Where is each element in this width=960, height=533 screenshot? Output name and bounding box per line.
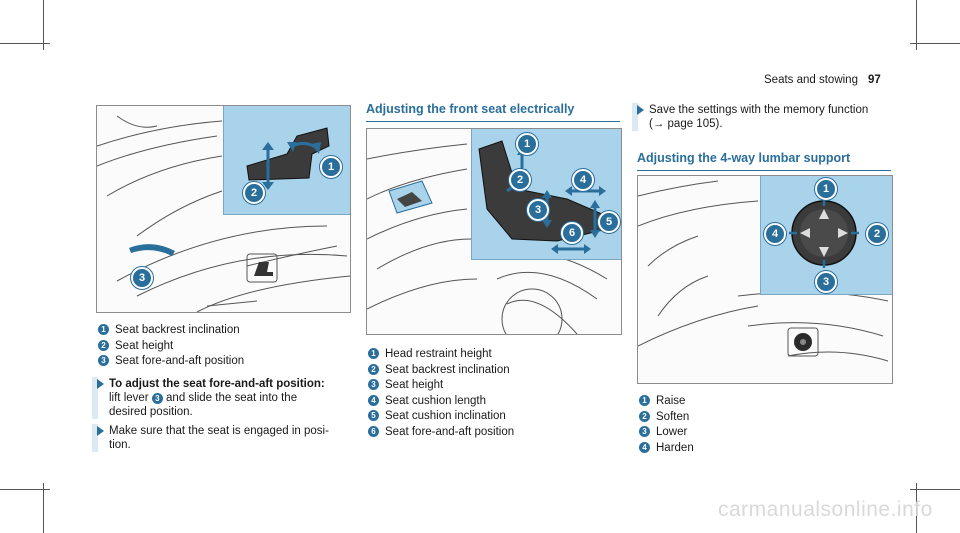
door-panel-drawing [367, 143, 608, 334]
step-arrow-icon [97, 379, 104, 389]
legend-item: 5 Seat cushion inclination [368, 409, 514, 425]
column2-legend: 1 Head restraint height 2 Seat backrest in… [368, 347, 514, 440]
crop-mark [916, 0, 917, 50]
seat-switch-highlight [388, 180, 433, 214]
figure-callout-1: 1 [516, 133, 538, 155]
step-save-memory: Save the settings with the memory functi… [632, 103, 909, 131]
page-number: 97 [868, 74, 881, 86]
legend-item: 2 Seat backrest inclination [368, 363, 514, 379]
legend-text: Seat fore-and-aft position [385, 425, 515, 438]
legend-item: 3 Lower [639, 425, 694, 441]
legend-number: 6 [368, 425, 379, 437]
crop-mark [43, 483, 44, 533]
column3-legend: 1 Raise 2 Soften 3 Lower 4 Harden [639, 394, 694, 456]
legend-number: 1 [368, 348, 379, 359]
legend-text: Soften [656, 410, 690, 423]
figure-callout-4: 4 [572, 169, 594, 191]
figure-callout-1: 1 [320, 156, 342, 178]
legend-number: 1 [98, 324, 109, 335]
legend-number: 3 [368, 379, 379, 390]
legend-number: 2 [368, 363, 379, 375]
step-title: To adjust the seat fore-and-aft position… [109, 378, 325, 390]
step-arrow-icon [637, 105, 644, 115]
seat-side-drawing [638, 180, 889, 362]
step-text: tion. [109, 439, 131, 451]
legend-number: 2 [98, 339, 109, 351]
step-arrow-icon [97, 426, 104, 436]
legend-number: 3 [639, 426, 650, 437]
step-text: lift lever [109, 392, 149, 404]
front-seat-electric-figure: 1 2 3 4 5 6 [366, 128, 622, 335]
step-adjust-fore-aft: To adjust the seat fore-and-aft position… [92, 377, 349, 419]
step-text: and slide the seat into the [166, 392, 298, 404]
figure-callout-2: 2 [866, 223, 888, 245]
crop-mark [916, 483, 917, 533]
legend-number: 4 [639, 441, 650, 453]
legend-number: 4 [368, 394, 379, 406]
seat-manual-adjust-figure: 1 2 3 [96, 105, 351, 313]
legend-text: Lower [656, 426, 688, 438]
figure-callout-2: 2 [243, 182, 265, 204]
legend-number: 1 [639, 395, 650, 406]
crop-mark [43, 0, 44, 50]
crop-mark [0, 489, 50, 490]
figure-callout-4: 4 [764, 223, 786, 245]
legend-text: Harden [656, 441, 694, 454]
watermark: carmanualsonline.info [718, 498, 933, 521]
seat-adjust-arrows [246, 127, 330, 190]
legend-text: Seat height [385, 379, 444, 391]
step-text: (→ page 105). [649, 118, 723, 130]
legend-number: 2 [639, 410, 650, 422]
legend-text: Raise [656, 395, 686, 407]
figure-callout-2: 2 [509, 169, 531, 191]
lever-reference: 3 [151, 393, 163, 404]
section-heading-front-seat: Adjusting the front seat electrically [366, 102, 620, 122]
legend-number: 3 [98, 355, 109, 366]
legend-item: 2 Seat height [98, 339, 244, 355]
legend-text: Seat cushion length [385, 394, 487, 407]
legend-number: 5 [368, 410, 379, 421]
legend-text: Seat height [115, 339, 174, 352]
legend-item: 2 Soften [639, 410, 694, 426]
legend-text: Seat backrest inclination [115, 324, 240, 336]
figure-callout-3: 3 [527, 199, 549, 221]
legend-item: 3 Seat height [368, 378, 514, 394]
step-text: Save the settings with the memory functi… [649, 104, 869, 116]
crop-mark [0, 43, 50, 44]
figure-callout-5: 5 [598, 211, 620, 233]
legend-text: Seat fore-and-aft position [115, 355, 245, 367]
legend-item: 1 Seat backrest inclination [98, 323, 244, 339]
figure-callout-1: 1 [815, 178, 837, 200]
lever-highlight [129, 244, 175, 256]
lumbar-support-figure: 1 2 3 4 [637, 175, 893, 384]
legend-item: 6 Seat fore-and-aft position [368, 425, 514, 441]
legend-item: 1 Raise [639, 394, 694, 410]
lumbar-control-knob [789, 198, 859, 268]
legend-text: Seat backrest inclination [385, 363, 510, 376]
legend-item: 3 Seat fore-and-aft position [98, 354, 244, 370]
legend-text: Seat cushion inclination [385, 410, 506, 422]
figure-callout-6: 6 [561, 222, 583, 244]
step-text: desired position. [109, 406, 193, 418]
legend-text: Head restraint height [385, 348, 492, 360]
figure-callout-3: 3 [815, 271, 837, 293]
legend-item: 4 Harden [639, 441, 694, 457]
section-heading-lumbar: Adjusting the 4-way lumbar support [637, 151, 891, 171]
legend-item: 4 Seat cushion length [368, 394, 514, 410]
legend-item: 1 Head restraint height [368, 347, 514, 363]
section-title: Seats and stowing [764, 74, 858, 86]
figure-callout-3: 3 [131, 267, 153, 289]
step-text: Make sure that the seat is engaged in po… [109, 425, 329, 437]
crop-mark [910, 489, 960, 490]
step-engage-seat: Make sure that the seat is engaged in po… [92, 424, 349, 452]
crop-mark [910, 43, 960, 44]
